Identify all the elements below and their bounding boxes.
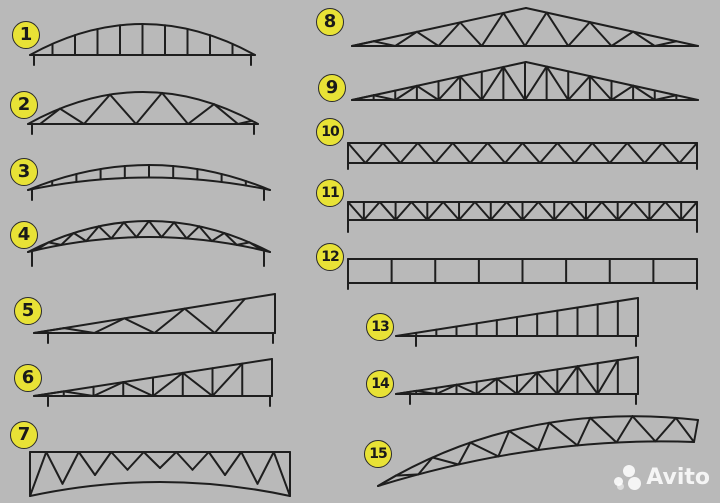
truss-15 [377, 415, 699, 487]
truss-number-4: 4 [10, 221, 38, 249]
truss-number-8: 8 [316, 8, 344, 36]
truss-4 [27, 220, 271, 267]
truss-7 [29, 451, 291, 497]
truss-number-2: 2 [10, 91, 38, 119]
truss-13 [395, 297, 639, 347]
truss-number-9: 9 [318, 74, 346, 102]
truss-number-7: 7 [10, 421, 38, 449]
truss-number-15: 15 [364, 440, 392, 468]
truss-8 [351, 7, 699, 47]
truss-number-1: 1 [12, 21, 40, 49]
truss-number-11: 11 [316, 179, 344, 207]
truss-6 [33, 358, 273, 407]
truss-11 [347, 201, 698, 233]
truss-9 [351, 61, 699, 101]
truss-14 [395, 356, 639, 405]
truss-number-12: 12 [316, 243, 344, 271]
truss-number-13: 13 [366, 313, 394, 341]
truss-10 [347, 142, 698, 170]
truss-number-5: 5 [14, 297, 42, 325]
avito-brand-text: Avito [646, 464, 710, 490]
avito-logo-icon [614, 463, 642, 491]
truss-number-3: 3 [10, 158, 38, 186]
truss-number-14: 14 [366, 370, 394, 398]
truss-3 [27, 164, 271, 201]
truss-number-6: 6 [14, 364, 42, 392]
truss-2 [27, 91, 259, 135]
truss-5 [33, 293, 276, 344]
truss-number-10: 10 [316, 118, 344, 146]
avito-watermark: Avito [614, 463, 710, 491]
truss-1 [29, 23, 256, 66]
truss-12 [347, 258, 698, 290]
